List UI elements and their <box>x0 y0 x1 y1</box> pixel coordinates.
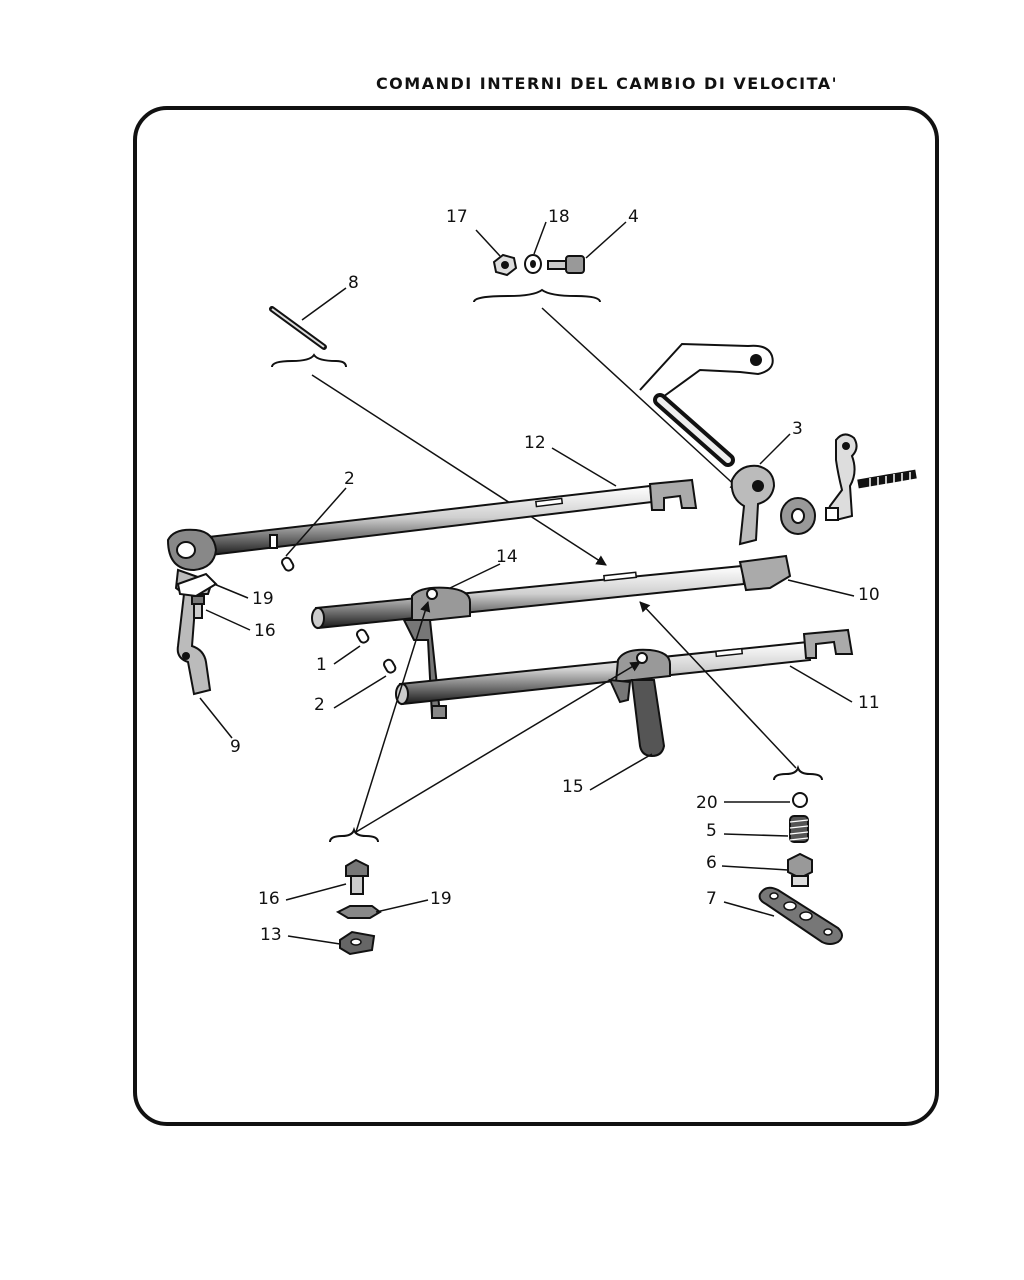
part-6-plug <box>787 852 813 887</box>
brace-bottom-left <box>329 826 379 843</box>
callout-20: 20 <box>696 793 718 813</box>
part-9-arm <box>174 568 214 696</box>
callout-14: 14 <box>496 547 518 567</box>
brace-top-group <box>473 288 601 303</box>
part-11-rod <box>395 628 854 758</box>
callout-7: 7 <box>706 889 717 909</box>
part-17-nut <box>492 253 518 277</box>
brace-8 <box>271 353 347 368</box>
part-18-washer <box>524 254 542 274</box>
part-3-selector-lever <box>730 464 776 546</box>
callout-16-upper: 16 <box>254 621 276 641</box>
callout-4: 4 <box>628 207 639 227</box>
callout-19-lower: 19 <box>430 889 452 909</box>
part-19-tab-washer-a <box>176 572 218 598</box>
part-16-bolt-b <box>345 858 369 895</box>
part-4-screw <box>547 255 585 274</box>
leader-top-group <box>541 307 741 491</box>
leader-bottom-right <box>639 601 797 769</box>
callout-6: 6 <box>706 853 717 873</box>
leader-bottom-left-b <box>355 661 641 833</box>
callout-8: 8 <box>348 273 359 293</box>
callout-13: 13 <box>260 925 282 945</box>
part-20-ball <box>792 792 808 808</box>
callout-5: 5 <box>706 821 717 841</box>
callout-3: 3 <box>792 419 803 439</box>
part-5-spring <box>789 815 809 843</box>
callout-1: 1 <box>316 655 327 675</box>
part-10-rod <box>311 554 792 719</box>
callout-15: 15 <box>562 777 584 797</box>
callout-17: 17 <box>446 207 468 227</box>
part-7-plate <box>758 886 843 945</box>
leader-8 <box>311 374 607 566</box>
part-16-bolt-a <box>191 595 205 619</box>
selector-bracket <box>639 342 774 467</box>
callout-2-upper: 2 <box>344 469 355 489</box>
callout-9: 9 <box>230 737 241 757</box>
part-13-square-nut <box>339 930 376 956</box>
part-12-rod <box>166 478 698 572</box>
part-1-pin <box>356 628 370 644</box>
brace-bottom-right <box>773 764 823 781</box>
part-8-pin <box>269 306 327 350</box>
part-2-pin-b <box>382 658 397 674</box>
part-19-tab-washer-b <box>335 905 382 919</box>
callout-2-lower: 2 <box>314 695 325 715</box>
callout-leaders <box>199 221 855 945</box>
page-title: COMANDI INTERNI DEL CAMBIO DI VELOCITA' <box>375 74 839 93</box>
callout-19-upper: 19 <box>252 589 274 609</box>
diagram-frame <box>133 106 939 1126</box>
part-roller <box>780 497 816 535</box>
callout-labels: 17 18 4 8 12 3 2 14 19 16 10 1 2 11 9 15… <box>230 207 880 945</box>
callout-10: 10 <box>858 585 880 605</box>
callout-18: 18 <box>548 207 570 227</box>
leader-bottom-left-a <box>355 600 431 833</box>
callout-16-lower: 16 <box>258 889 280 909</box>
callout-12: 12 <box>524 433 546 453</box>
part-shift-arm <box>825 433 917 522</box>
part-2-pin-a <box>281 556 295 572</box>
callout-11: 11 <box>858 693 880 713</box>
